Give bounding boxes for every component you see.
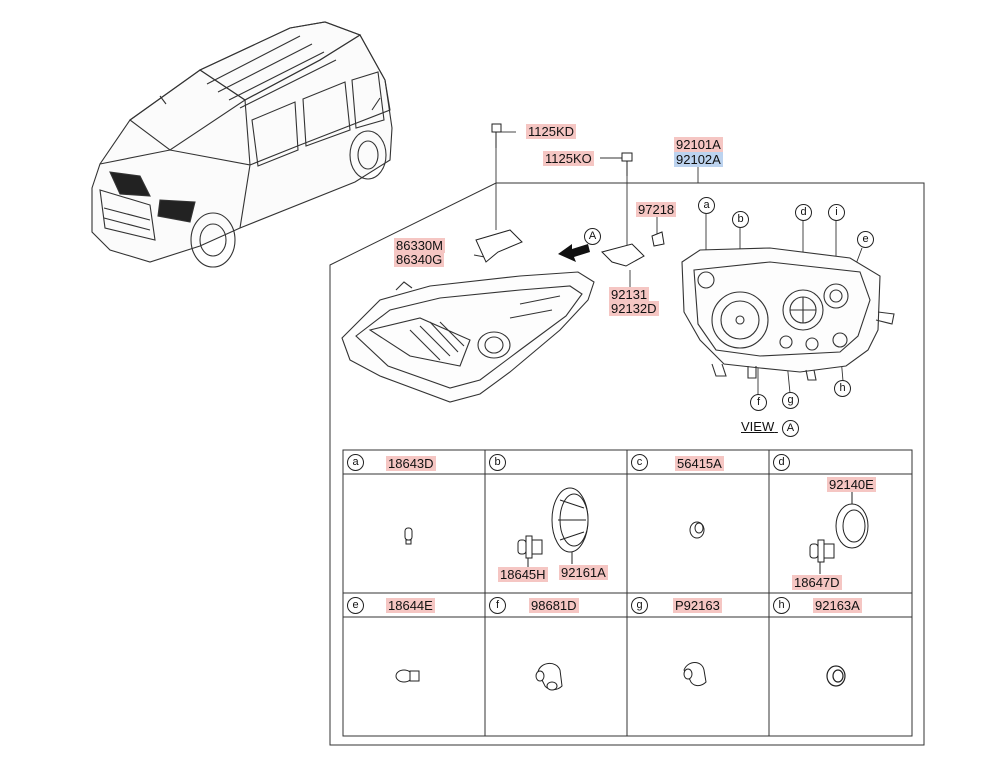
- grommet-g-icon: [683, 662, 707, 687]
- callout-d: d: [795, 204, 812, 221]
- dust-cap-icon: [551, 487, 589, 564]
- table-letter-f: f: [489, 597, 506, 614]
- clip-icon: [651, 231, 665, 247]
- table-part-a: 18643D: [386, 456, 436, 471]
- table-letter-d: d: [773, 454, 790, 471]
- view-caption-letter: A: [781, 420, 799, 437]
- table-letter-a: a: [347, 454, 364, 471]
- bolt-1125ko-icon: [621, 152, 633, 176]
- signal-bulb-icon: [395, 669, 420, 683]
- label-bolt-1125ko: 1125KO: [543, 151, 594, 166]
- headlamp-bulb-icon: [517, 535, 543, 568]
- callout-b: b: [732, 211, 749, 228]
- label-bracket-1: 92131: [609, 287, 650, 302]
- label-assembly-rh: 92102A: [674, 152, 723, 167]
- high-beam-bulb-icon: [809, 539, 835, 574]
- table-letter-c: c: [631, 454, 648, 471]
- assembly-frame: [329, 182, 925, 746]
- callout-g: g: [782, 392, 799, 409]
- table-sub-b-2: 92161A: [559, 565, 608, 580]
- high-beam-cap-icon: [835, 492, 869, 549]
- bolt-1125kd-icon: [491, 123, 502, 148]
- table-part-f: 98681D: [529, 598, 579, 613]
- mounting-bracket-icon: [601, 243, 645, 267]
- callout-f: f: [750, 394, 767, 411]
- socket-icon: [689, 521, 705, 539]
- table-part-g: P92163: [673, 598, 722, 613]
- callout-h: h: [834, 380, 851, 397]
- label-assembly-lh: 92101A: [674, 137, 723, 152]
- label-bolt-1125kd: 1125KD: [526, 124, 577, 139]
- table-sub-b-1: 18645H: [498, 567, 548, 582]
- vehicle-illustration: [91, 21, 393, 268]
- cover-bracket-icon: [475, 229, 523, 263]
- callout-a: a: [698, 197, 715, 214]
- seal-ring-icon: [826, 665, 846, 687]
- wedge-bulb-icon: [404, 527, 413, 545]
- label-cover-2: 86340G: [394, 252, 445, 267]
- table-letter-e: e: [347, 597, 364, 614]
- rear-view-illustration: [681, 247, 895, 381]
- table-part-h: 92163A: [813, 598, 862, 613]
- arrow-a-callout: A: [584, 228, 601, 245]
- table-part-d: 92140E: [827, 477, 876, 492]
- label-cover-1: 86330M: [394, 238, 445, 253]
- view-a-caption: VIEW A: [741, 419, 799, 437]
- label-bracket-2: 92132D: [609, 301, 659, 316]
- table-letter-g: g: [631, 597, 648, 614]
- table-letter-b: b: [489, 454, 506, 471]
- table-part-e: 18644E: [386, 598, 435, 613]
- parts-table-grid: [342, 449, 913, 737]
- table-letter-h: h: [773, 597, 790, 614]
- table-part-c: 56415A: [675, 456, 724, 471]
- callout-e: e: [857, 231, 874, 248]
- headlamp-assembly-illustration: [341, 271, 595, 403]
- table-sub-d-1: 18647D: [792, 575, 842, 590]
- view-direction-arrow-icon: [558, 244, 590, 262]
- callout-i: i: [828, 204, 845, 221]
- grommet-f-icon: [535, 663, 563, 691]
- label-clip: 97218: [636, 202, 677, 217]
- view-caption-text: VIEW: [741, 419, 775, 434]
